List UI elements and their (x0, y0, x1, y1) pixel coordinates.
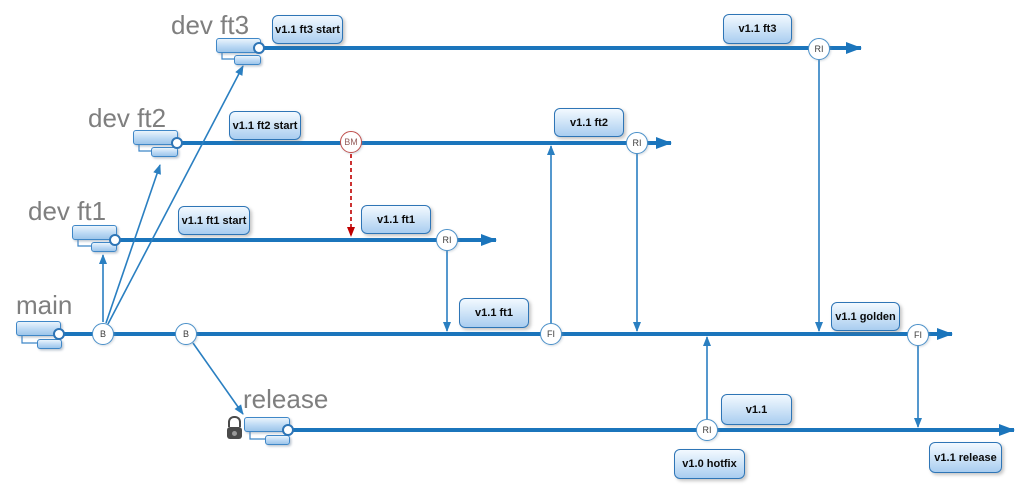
tag-v11-ft2: v1.1 ft2 (554, 108, 624, 137)
icon-elbow-main (21, 334, 37, 344)
node-fi-main-2: FI (907, 324, 929, 346)
branch-arrow-main-to-release (192, 342, 244, 415)
branch-start-dot-ft2 (171, 137, 183, 149)
branch-start-dot-release (282, 424, 294, 436)
branch-label-release: release (243, 384, 329, 414)
tag-v11: v1.1 (721, 394, 792, 425)
node-branch-2: B (175, 323, 197, 345)
icon-elbow-ft3 (221, 51, 234, 60)
node-ri-ft2: RI (626, 132, 648, 154)
branch-start-dot-ft3 (253, 42, 265, 54)
branch-start-dot-ft1 (109, 234, 121, 246)
branch-icon-dev-ft3-sub (234, 55, 261, 65)
branch-start-dot-main (53, 328, 65, 340)
branch-icon-dev-ft2-sub (151, 147, 178, 157)
branch-icon-main-sub (37, 339, 62, 349)
tag-v11-ft1-main: v1.1 ft1 (459, 298, 529, 328)
icon-elbow-release (249, 430, 265, 440)
node-ri-release: RI (696, 419, 718, 441)
node-fi-main-1: FI (540, 323, 562, 345)
branch-label-dev-ft2: dev ft2 (88, 103, 167, 133)
tag-v11-release: v1.1 release (929, 442, 1002, 473)
branch-arrow-main-to-ft2 (105, 164, 161, 324)
branch-label-main: main (16, 290, 73, 320)
node-branch-1: B (92, 323, 114, 345)
icon-elbow-ft2 (138, 143, 151, 152)
icon-elbow-ft1 (77, 238, 91, 247)
node-baseline-merge: BM (340, 131, 362, 153)
branch-icon-dev-ft1-sub (91, 242, 117, 252)
branch-label-dev-ft1: dev ft1 (28, 196, 107, 226)
lock-keyhole (231, 430, 237, 436)
node-ri-ft3: RI (808, 38, 830, 60)
lock-icon (226, 416, 242, 439)
lock-body (226, 427, 242, 439)
branch-label-dev-ft3: dev ft3 (171, 10, 250, 40)
tag-v11-ft1-dev: v1.1 ft1 (361, 205, 431, 234)
tag-v11-ft1-start: v1.1 ft1 start (178, 206, 250, 235)
branch-icon-release-sub (265, 435, 290, 445)
tag-v10-hotfix: v1.0 hotfix (674, 449, 745, 479)
branch-icon-dev-ft1 (72, 225, 117, 240)
tag-v11-golden: v1.1 golden (831, 302, 900, 331)
tag-v11-ft3: v1.1 ft3 (723, 14, 792, 44)
node-ri-ft1: RI (436, 229, 458, 251)
tag-v11-ft3-start: v1.1 ft3 start (272, 15, 343, 44)
lock-shackle (227, 416, 241, 427)
branch-arrow-main-to-ft3 (107, 65, 244, 325)
tag-v11-ft2-start: v1.1 ft2 start (229, 111, 301, 140)
